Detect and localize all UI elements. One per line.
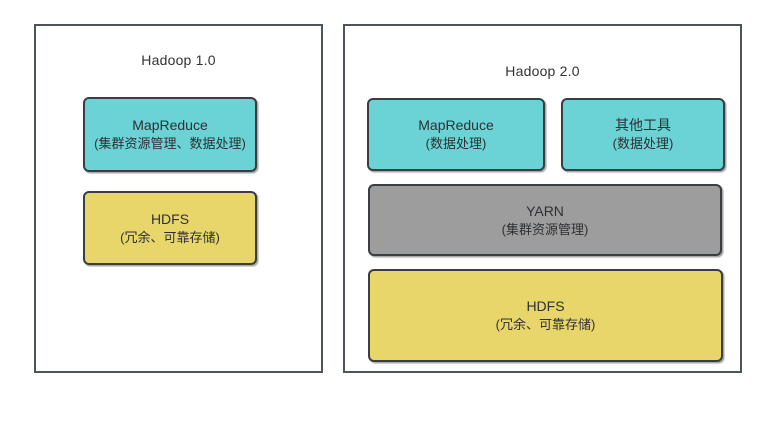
hadoop2-mapreduce-box: MapReduce (数据处理) — [367, 98, 545, 171]
hadoop2-hdfs-box: HDFS (冗余、可靠存储) — [368, 269, 723, 362]
hadoop2-yarn-box: YARN (集群资源管理) — [368, 184, 722, 256]
hadoop1-mapreduce-subtitle: (集群资源管理、数据处理) — [94, 136, 246, 151]
hadoop2-yarn-subtitle: (集群资源管理) — [501, 221, 589, 237]
hadoop2-other-tools-box: 其他工具 (数据处理) — [561, 98, 725, 171]
hadoop1-hdfs-title: HDFS — [150, 210, 190, 227]
hadoop1-hdfs-box: HDFS (冗余、可靠存储) — [83, 191, 257, 265]
hadoop2-hdfs-title: HDFS — [526, 298, 565, 314]
hadoop2-panel: Hadoop 2.0 MapReduce (数据处理) 其他工具 (数据处理) … — [343, 24, 742, 373]
hadoop1-panel-title: Hadoop 1.0 — [141, 52, 216, 68]
hadoop2-yarn-title: YARN — [526, 202, 564, 219]
hadoop2-panel-title: Hadoop 2.0 — [505, 63, 580, 79]
hadoop2-other-tools-title: 其他工具 — [615, 117, 671, 133]
hadoop1-panel: Hadoop 1.0 MapReduce (集群资源管理、数据处理) HDFS … — [34, 24, 323, 373]
hadoop2-hdfs-subtitle: (冗余、可靠存储) — [495, 317, 596, 332]
hadoop1-mapreduce-title: MapReduce — [132, 117, 208, 133]
hadoop2-other-tools-subtitle: (数据处理) — [612, 136, 674, 151]
hadoop2-mapreduce-subtitle: (数据处理) — [425, 136, 487, 151]
hadoop2-mapreduce-title: MapReduce — [418, 117, 494, 133]
hadoop1-hdfs-subtitle: (冗余、可靠存储) — [120, 229, 220, 245]
hadoop1-mapreduce-box: MapReduce (集群资源管理、数据处理) — [83, 97, 257, 172]
